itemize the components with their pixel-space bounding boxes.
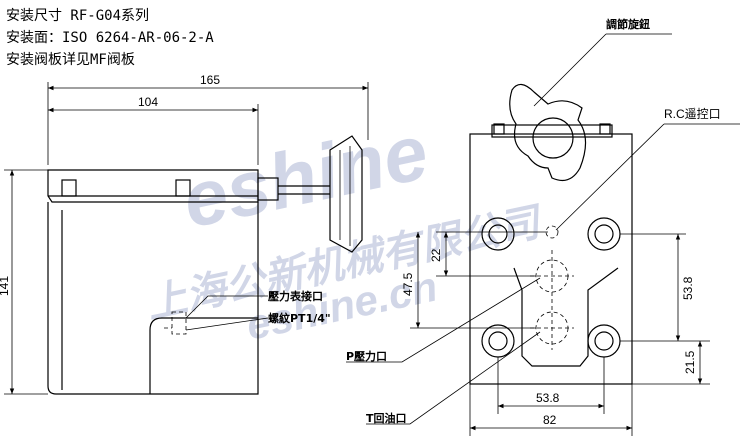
dim-104: 104 [138, 95, 158, 109]
dim-141: 141 [0, 276, 11, 296]
side-view [47, 135, 363, 395]
dim-47-5: 47.5 [401, 272, 415, 296]
header-line-3: 安装阀板详见MF阀板 [6, 52, 135, 68]
dim-165: 165 [200, 73, 220, 87]
header-line-1: 安装尺寸 RF-G04系列 [6, 8, 149, 24]
header-line-2: 安装面：ISO 6264-AR-06-2-A [6, 30, 214, 46]
dim-82: 82 [543, 413, 557, 427]
dim-53-8-vertical: 53.8 [681, 276, 695, 300]
label-tank-port: T回油口 [366, 411, 407, 425]
dim-21-5: 21.5 [683, 350, 697, 374]
front-dimensions: 22 47.5 53.8 21.5 53.8 82 [401, 231, 710, 436]
label-gauge-port: 壓力表接口 [268, 289, 323, 303]
watermark-brand: eshine [175, 107, 435, 244]
watermark: eshine 上海公新机械有限公司 eshine.cn [143, 107, 548, 349]
label-pressure-port: P壓力口 [346, 349, 387, 363]
dim-53-8-horizontal: 53.8 [536, 391, 560, 405]
label-remote-port: R.C遥控口 [664, 107, 721, 121]
label-knob: 調節旋鈕 [606, 17, 650, 31]
side-dimensions: 165 104 141 [0, 73, 369, 395]
front-view [469, 83, 633, 385]
label-thread: 螺紋PT1/4" [268, 311, 331, 325]
dim-22: 22 [429, 248, 443, 262]
